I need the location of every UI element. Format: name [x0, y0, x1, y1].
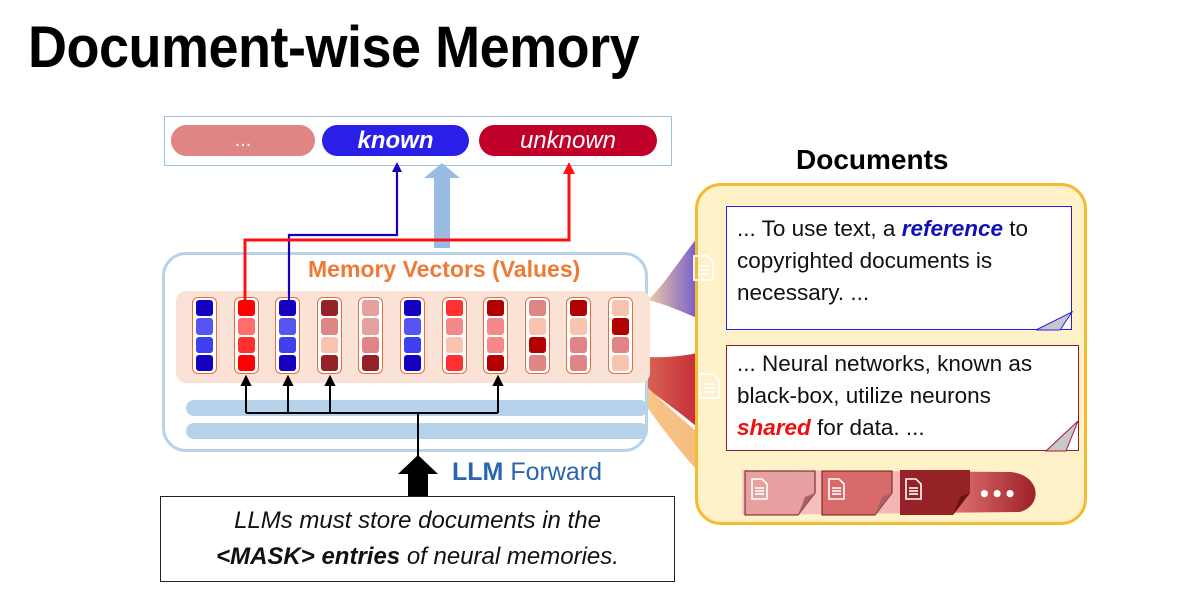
document-icon — [693, 255, 714, 281]
memory-cell — [404, 300, 421, 317]
memory-cell — [528, 336, 546, 353]
token-unknown: unknown — [479, 125, 657, 156]
doc2-keyword: shared — [737, 415, 811, 440]
memory-cell — [237, 354, 255, 371]
doc2-text-before: ... Neural networks, known as black-box,… — [737, 351, 1033, 408]
memory-cell — [612, 300, 629, 317]
memory-cell — [237, 318, 255, 335]
memory-cell — [404, 318, 421, 335]
memory-cell — [320, 354, 338, 371]
memory-cell — [445, 336, 463, 353]
memory-vector-11 — [608, 297, 633, 374]
caption-box: LLMs must store documents in the <MASK> … — [160, 496, 675, 582]
llm-forward-label: LLM Forward — [452, 458, 602, 487]
memory-cell — [196, 318, 213, 335]
caption-bold: <MASK> entries — [216, 543, 401, 570]
memory-cell — [487, 300, 505, 317]
document-card-1: ... To use text, a reference to copyrigh… — [726, 206, 1072, 330]
more-documents-label: ••• — [978, 482, 1016, 506]
memory-cell — [445, 300, 463, 317]
forward-branches — [240, 374, 504, 413]
memory-cell — [320, 336, 338, 353]
memory-vector-1 — [192, 297, 217, 374]
unknown-arrowhead-icon — [563, 162, 575, 174]
memory-vector-3 — [275, 297, 301, 374]
memory-cell — [612, 336, 629, 353]
memory-cell — [196, 354, 213, 371]
memory-cell — [196, 300, 213, 317]
memory-cell — [570, 336, 588, 353]
memory-vector-6 — [400, 297, 425, 374]
document-card-2: ... Neural networks, known as black-box,… — [726, 345, 1079, 451]
token-known: known — [322, 125, 469, 156]
document-icon — [828, 478, 845, 500]
doc1-text-before: ... To use text, a — [737, 216, 902, 241]
caption-line-2: <MASK> entries of neural memories. — [161, 539, 674, 575]
memory-cell — [487, 318, 505, 335]
mini-document-2 — [821, 470, 893, 516]
memory-vector-5 — [358, 297, 384, 374]
document-icon — [751, 478, 768, 500]
memory-cell — [612, 318, 629, 335]
mini-document-3 — [900, 470, 970, 515]
memory-cell — [570, 354, 588, 371]
memory-cell — [279, 318, 297, 335]
memory-cell — [237, 300, 255, 317]
llm-label-bold: LLM — [452, 458, 504, 486]
caption-rest: of neural memories. — [400, 543, 619, 570]
forward-label-text: Forward — [503, 458, 603, 486]
memory-cell — [445, 354, 463, 371]
memory-vector-4 — [316, 297, 342, 374]
doc1-keyword: reference — [901, 216, 1004, 241]
memory-vector-10 — [566, 297, 592, 374]
output-up-arrow-icon — [424, 163, 460, 248]
memory-cell — [445, 318, 463, 335]
memory-cell — [320, 318, 338, 335]
doc2-folded-corner — [1044, 420, 1079, 452]
memory-cell — [528, 354, 546, 371]
memory-cell — [528, 300, 546, 317]
memory-cell — [196, 336, 213, 353]
doc1-text-after: to copyrighted documents is necessary. .… — [737, 216, 1029, 305]
known-link-line — [287, 170, 399, 300]
memory-vector-9 — [524, 297, 550, 374]
memory-cell — [570, 300, 588, 317]
memory-cell — [362, 318, 380, 335]
memory-cell — [404, 336, 421, 353]
output-token-frame: ... known unknown — [164, 116, 672, 166]
doc2-text-after: for data. ... — [810, 415, 925, 440]
known-arrowhead-icon — [392, 162, 402, 172]
memory-cell — [612, 354, 629, 371]
memory-cell — [487, 354, 505, 371]
caption-line-1: LLMs must store documents in the — [234, 507, 601, 534]
memory-cell — [362, 300, 380, 317]
token-ellipsis: ... — [171, 125, 315, 156]
doc2-callout — [575, 342, 726, 451]
memory-vector-7 — [441, 297, 467, 374]
memory-vector-2 — [233, 297, 259, 374]
memory-vector-8 — [483, 297, 509, 374]
unknown-link-line — [243, 172, 571, 300]
memory-cell — [279, 300, 297, 317]
memory-cell — [279, 336, 297, 353]
memory-cell — [320, 300, 338, 317]
mini-document-1 — [744, 470, 816, 516]
memory-cell — [362, 336, 380, 353]
document-icon — [699, 373, 720, 399]
memory-cell — [528, 318, 546, 335]
page-title: Document-wise Memory — [28, 15, 640, 80]
memory-cell — [362, 354, 380, 371]
documents-title: Documents — [796, 144, 949, 175]
memory-vectors-title: Memory Vectors (Values) — [308, 256, 581, 282]
memory-cell — [404, 354, 421, 371]
memory-cell — [237, 336, 255, 353]
memory-cell — [487, 336, 505, 353]
document-icon — [905, 478, 922, 500]
doc1-folded-corner — [1035, 310, 1074, 331]
llm-forward-arrow-icon — [398, 455, 438, 496]
memory-cell — [279, 354, 297, 371]
memory-cell — [570, 318, 588, 335]
